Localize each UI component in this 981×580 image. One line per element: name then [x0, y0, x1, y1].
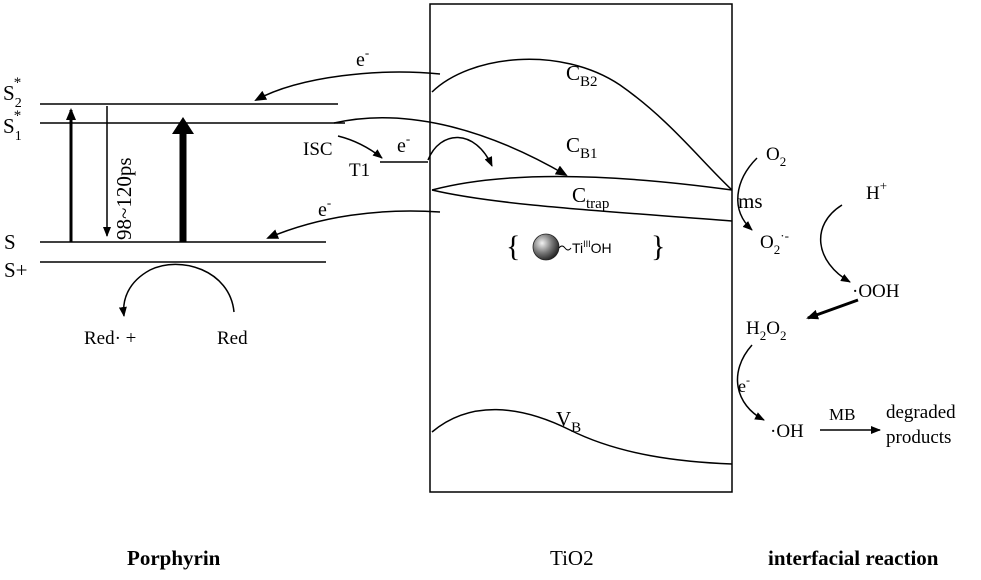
caption-tio2: TiO2 — [550, 546, 594, 570]
label-oh: ·OH — [770, 421, 804, 442]
arrow-s1-to-cb1 — [333, 117, 568, 177]
tio2-particle-icon — [532, 233, 560, 261]
isc-label: ISC — [303, 139, 333, 160]
label-superoxide: O2·- — [760, 228, 789, 257]
label-s: S — [4, 230, 16, 254]
label-red: Red — [217, 328, 248, 349]
label-vb: VB — [556, 407, 581, 436]
o2-reduction-arrow — [737, 157, 758, 231]
isc-arrow — [337, 135, 383, 159]
label-products-2: products — [886, 427, 951, 448]
t1-label: T1 — [349, 160, 370, 181]
lifetime-label: 98~120ps — [112, 157, 136, 240]
trap-link — [558, 245, 572, 251]
label-red-ox: Red· + — [84, 328, 136, 349]
label-mb: MB — [829, 405, 855, 424]
redox-cycle-arrow — [118, 263, 235, 317]
label-h2o2: H2O2 — [746, 318, 786, 343]
label-ms: ms — [738, 189, 763, 213]
excitation-arrow-s1-head — [172, 117, 194, 134]
caption-interfacial: interfacial reaction — [768, 546, 939, 570]
band-cb1 — [431, 175, 733, 191]
label-cb2: CB2 — [566, 61, 598, 90]
tio2-box — [429, 3, 733, 493]
arrow-t1-to-cb1 — [427, 136, 493, 167]
electron-label-t1: e- — [397, 131, 410, 157]
caption-porphyrin: Porphyrin — [127, 546, 221, 570]
arrow-ctrap-to-s — [266, 210, 441, 239]
arrow-cb2-to-s2 — [254, 71, 441, 101]
electron-label-top: e- — [356, 45, 369, 71]
band-vb — [431, 408, 733, 465]
label-ooh: ·OOH — [852, 281, 900, 302]
band-cb2 — [431, 58, 733, 191]
h2o2-to-oh-arrow — [736, 344, 765, 421]
label-products-1: degraded — [886, 402, 956, 423]
label-cb1: CB1 — [566, 133, 598, 162]
label-h-plus: H+ — [866, 178, 887, 204]
trap-site-label: TiIIIOH — [572, 239, 612, 256]
trap-brace-right: } — [651, 230, 665, 263]
electron-label-interfacial: e- — [738, 373, 750, 396]
label-s1: S1* — [3, 108, 22, 144]
label-s2: S2* — [3, 75, 22, 111]
label-ctrap: Ctrap — [572, 183, 609, 212]
label-o2: O2 — [766, 144, 786, 169]
trap-brace-left: { — [506, 230, 520, 263]
electron-label-bottom: e- — [318, 195, 331, 221]
label-splus: S+ — [4, 258, 28, 282]
band-ctrap — [431, 189, 733, 222]
ooh-to-h2o2-arrow — [806, 298, 859, 320]
protonation-arrow — [819, 204, 851, 283]
